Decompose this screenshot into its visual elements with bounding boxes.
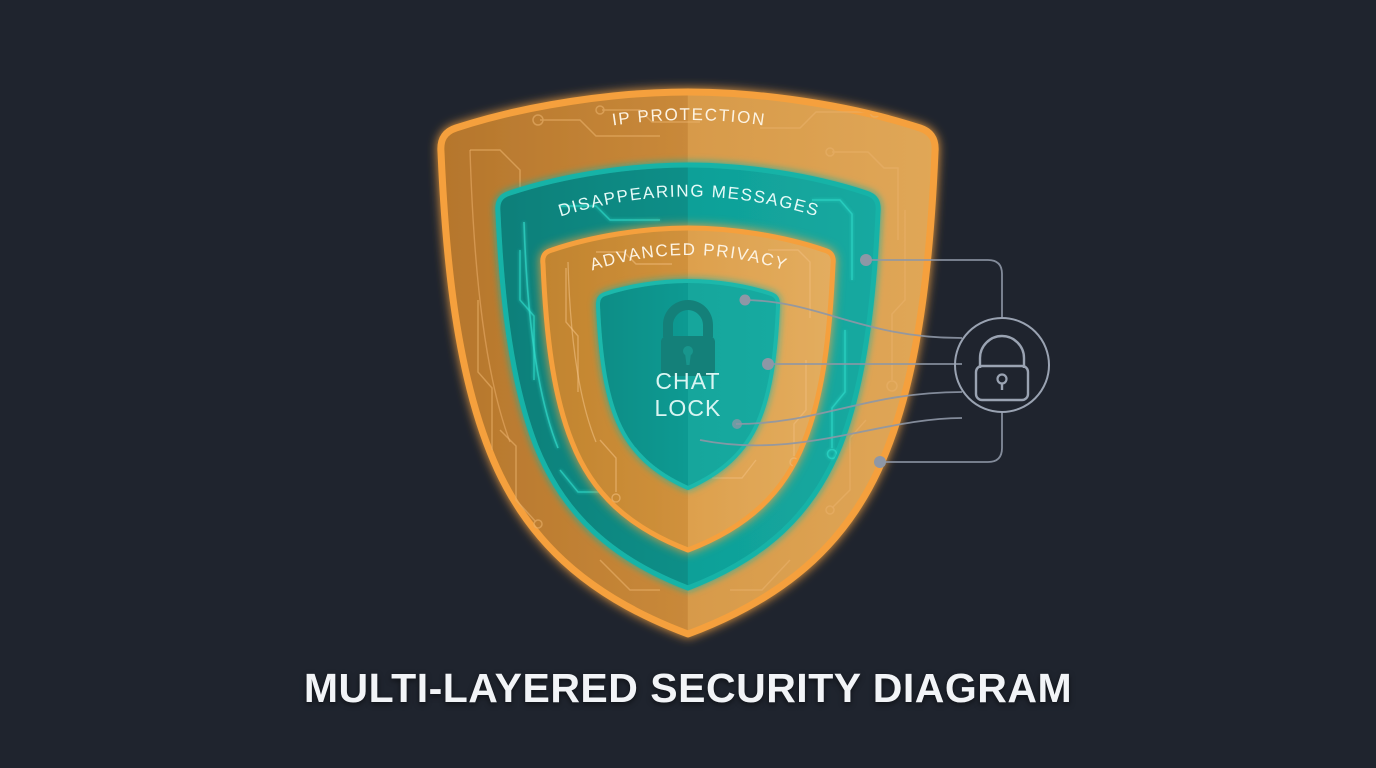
connector-nodes <box>732 254 886 468</box>
connector-node-middle <box>762 358 774 370</box>
padlock-node-circle <box>954 317 1050 413</box>
shield-core-body <box>596 279 780 490</box>
core-label-line2: LOCK <box>654 395 721 421</box>
padlock-icon <box>661 300 715 376</box>
core-label-line1: CHAT <box>655 368 720 394</box>
connector-lines <box>699 259 1003 463</box>
connector-node-top <box>860 254 872 266</box>
shield-second-rim-highlight <box>523 221 559 449</box>
shield-outer-rim-highlight <box>469 149 511 443</box>
shield-core-chat-lock[interactable]: CHAT LOCK <box>596 279 780 490</box>
connector-node-lower-mid <box>732 419 742 429</box>
page-title: MULTI-LAYERED SECURITY DIAGRAM <box>303 665 1073 711</box>
connector-node-bottom <box>874 456 886 468</box>
connector-node-upper-mid <box>739 294 751 306</box>
padlock-outline-icon[interactable] <box>954 317 1050 413</box>
shield-third-rim-highlight <box>567 261 597 443</box>
